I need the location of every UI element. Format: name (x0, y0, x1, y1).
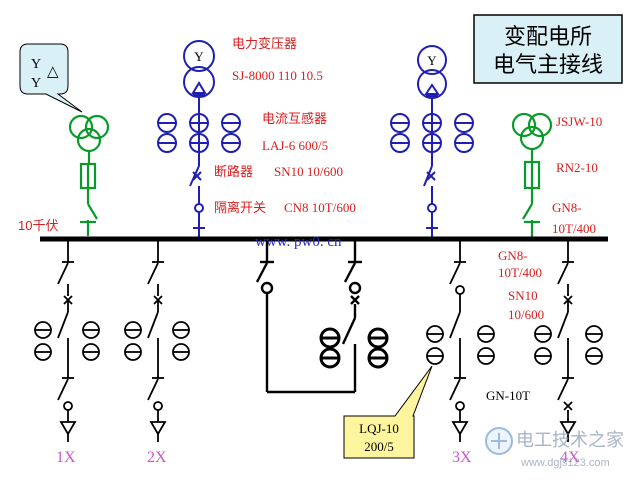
callout-y-top: Y (31, 57, 41, 72)
lqj-label-1: LQJ-10 (359, 421, 399, 436)
transformer-1-branch (157, 40, 241, 238)
vt-model-label: JSJW-10 (556, 114, 602, 129)
feeder-label-2: 2X (147, 449, 167, 466)
title-box: 变配电所 电气主接线 (473, 14, 623, 84)
brand-watermark: 电工技术之家 www.dgjs123.com (485, 427, 624, 469)
feeder-isolator-label-1: GN8- (498, 248, 528, 263)
title-line-2: 电气主接线 (493, 52, 603, 77)
breaker-name-label: 断路器 (214, 164, 253, 179)
fuse-model-label: RN2-10 (556, 160, 598, 175)
feeder-label-4: 4X (560, 449, 580, 466)
feeder-breaker-label-1: SN10 (508, 288, 538, 303)
left-voltage-transformer-branch (68, 114, 110, 236)
callout-delta: △ (47, 64, 59, 80)
ct-model-label: LAJ-6 600/5 (262, 138, 328, 153)
brand-name: 电工技术之家 (516, 430, 624, 450)
isolator-model-label: CN8 10T/600 (284, 200, 356, 215)
breaker-model-label: SN10 10/600 (274, 164, 343, 179)
winding-callout: Y △ Y (19, 43, 83, 113)
feeder-gn-label: GN-10T (486, 388, 530, 403)
brand-logo-cross-icon (491, 433, 507, 449)
bus-section-loop (255, 241, 362, 394)
transformer-2-branch (390, 45, 474, 238)
title-line-1: 变配电所 (504, 24, 592, 49)
isolator-name-label: 隔离开关 (214, 200, 266, 215)
t1-winding-label: Y (194, 49, 204, 64)
feeder-3 (426, 241, 495, 442)
feeder-4 (534, 241, 603, 442)
right-isolator-label-1: GN8- (552, 200, 582, 215)
callout-y-bottom: Y (31, 76, 41, 91)
feeder-isolator-label-2: 10T/400 (498, 265, 542, 280)
feeder-1 (34, 241, 100, 442)
bus-voltage-label: 10千伏 (18, 218, 58, 233)
lqj-label-2: 200/5 (364, 439, 394, 454)
lqj-callout: LQJ-10 200/5 (343, 365, 433, 459)
feeder-label-1: 1X (56, 449, 76, 466)
transformer-model-label: SJ-8000 110 10.5 (232, 68, 323, 83)
brand-url: www.dgjs123.com (520, 457, 610, 469)
feeder-breaker-label-2: 10/600 (508, 307, 544, 322)
right-voltage-transformer-branch (511, 112, 553, 238)
t2-winding-label: Y (427, 53, 437, 68)
feeder-label-3: 3X (452, 449, 472, 466)
transformer-name-label: 电力变压器 (232, 36, 297, 51)
ct-name-label: 电流互感器 (262, 111, 327, 126)
right-isolator-label-2: 10T/400 (552, 221, 596, 236)
feeder-2 (124, 241, 190, 442)
watermark-url: www. pw0. cn (255, 234, 342, 250)
bus-section-ct (319, 327, 389, 369)
